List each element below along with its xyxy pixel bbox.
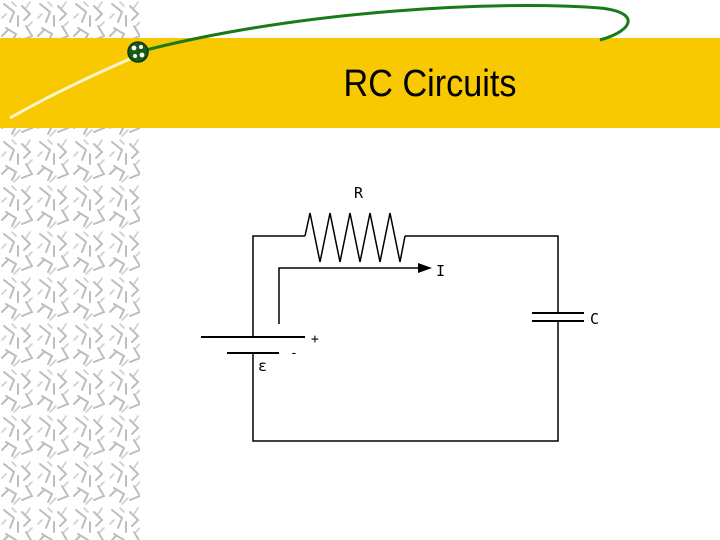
- rc-circuit: [201, 212, 584, 442]
- banner-streak: [9, 56, 133, 120]
- current-arrow-line: [278, 267, 418, 324]
- resistor-label: R: [354, 184, 364, 202]
- top-right-wire: [405, 235, 559, 313]
- green-swoosh: [137, 3, 630, 54]
- globe-icon: [127, 41, 149, 63]
- resistor-symbol: [304, 212, 406, 263]
- current-arrowhead: [418, 263, 432, 273]
- title-banner: [0, 38, 720, 128]
- right-lower-wire: [252, 321, 559, 442]
- slide-title: RC Circuits: [343, 63, 517, 105]
- plus-label: +: [311, 332, 319, 347]
- top-left-wire: [252, 235, 305, 337]
- emf-label: ε: [258, 357, 267, 375]
- capacitor-label: C: [590, 310, 599, 328]
- current-label: I: [436, 262, 445, 280]
- minus-label: -: [290, 346, 298, 361]
